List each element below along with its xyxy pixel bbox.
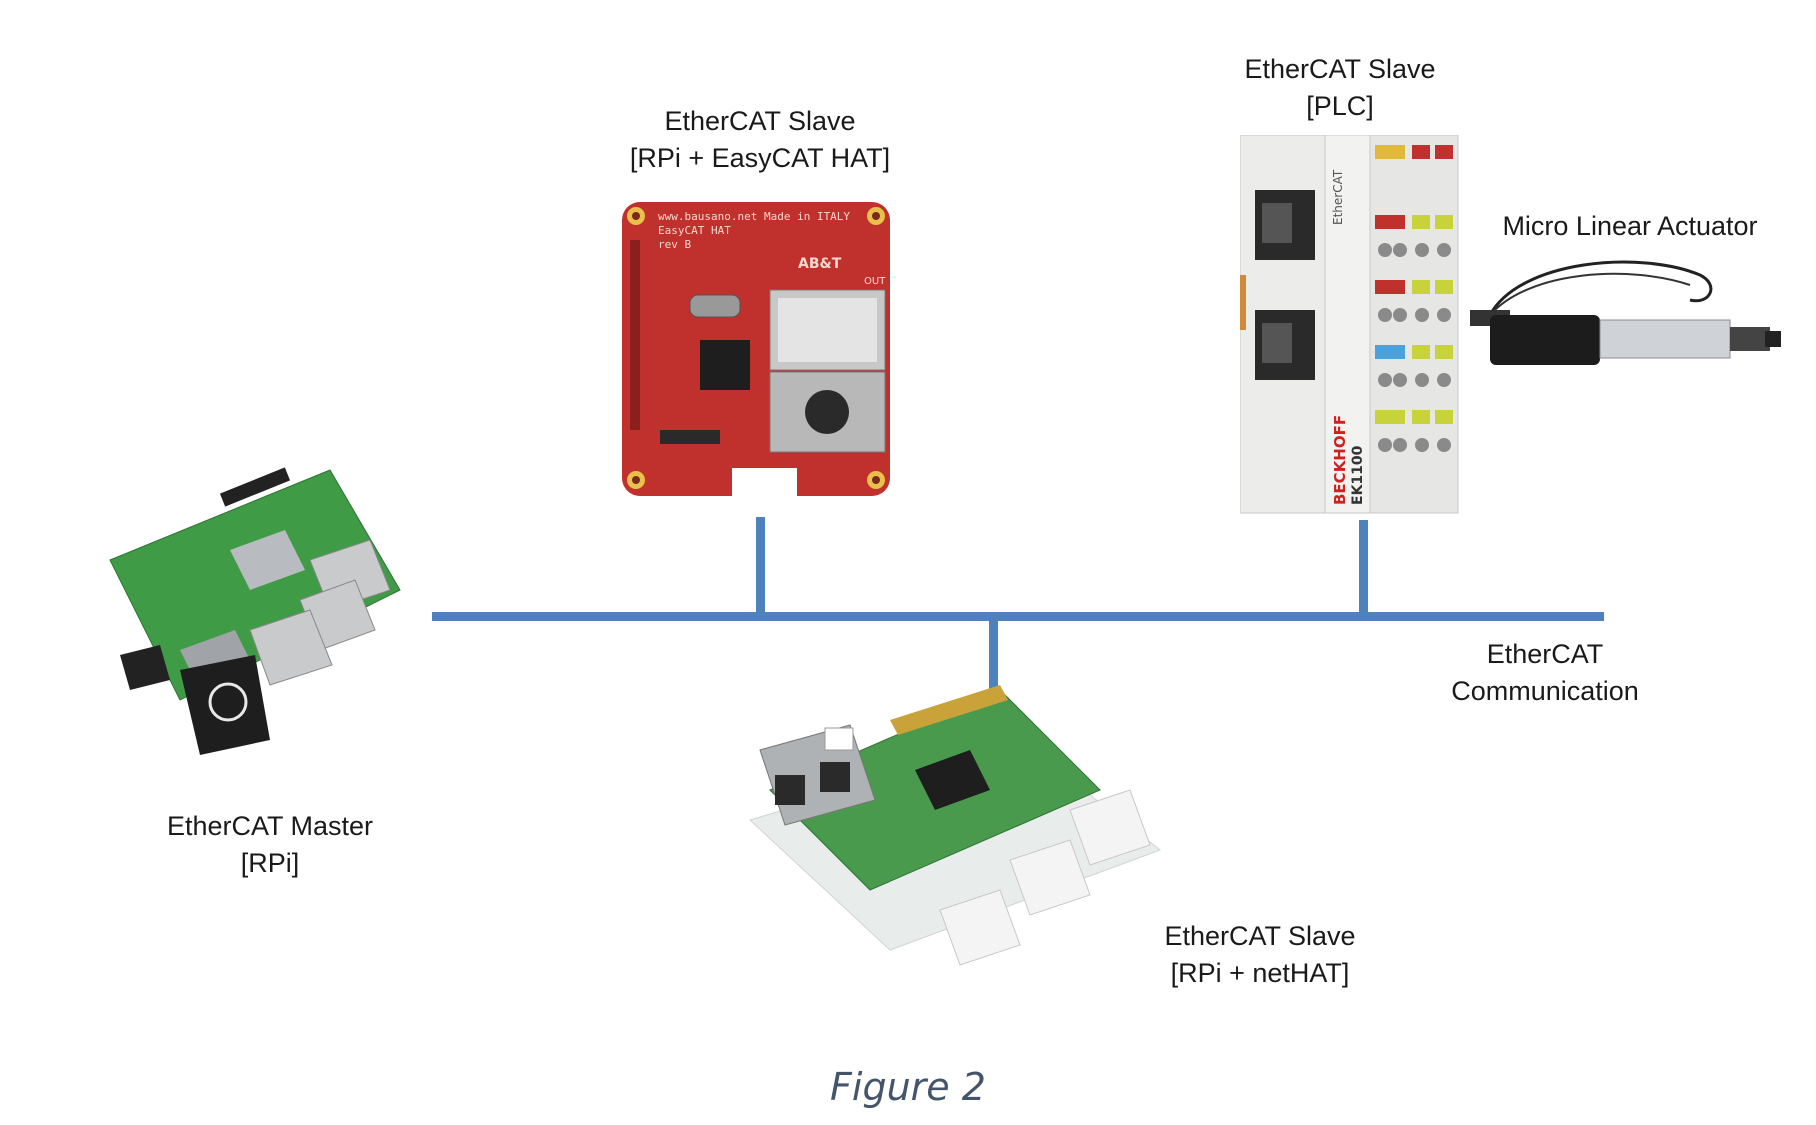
easycat-hat-image: www.bausano.net Made in ITALY EasyCAT HA… <box>620 200 895 500</box>
slave-nethat-label: EtherCAT Slave [RPi + netHAT] <box>1115 918 1405 992</box>
linear-actuator-image <box>1460 255 1790 385</box>
easycat-silk-3: rev B <box>658 238 691 251</box>
bus-subtitle: Communication <box>1451 676 1639 706</box>
slave-easycat-title: EtherCAT Slave <box>664 106 856 136</box>
slave-easycat-label: EtherCAT Slave [RPi + EasyCAT HAT] <box>600 103 920 177</box>
easycat-out-text: OUT <box>864 276 886 287</box>
slave-nethat-subtitle: [RPi + netHAT] <box>1170 958 1350 988</box>
ethercat-bus-horizontal <box>432 612 1604 621</box>
slave-nethat-title: EtherCAT Slave <box>1164 921 1356 951</box>
bus-title: EtherCAT <box>1486 639 1604 669</box>
rpi-master-image <box>70 440 450 770</box>
master-title: EtherCAT Master <box>166 811 374 841</box>
figure-caption: Figure 2 <box>830 1065 986 1109</box>
bus-drop-plc <box>1359 520 1368 614</box>
easycat-logo-text: AB&T <box>798 256 842 272</box>
plc-model-text: EK1100 <box>1350 445 1366 505</box>
bus-drop-nethat <box>989 619 998 717</box>
plc-coupler-image: EtherCAT BECKHOFF EK1100 <box>1240 135 1460 515</box>
master-subtitle: [RPi] <box>240 848 300 878</box>
plc-ethercat-text: EtherCAT <box>1331 169 1345 225</box>
easycat-silk-1: www.bausano.net Made in ITALY <box>658 210 850 223</box>
slave-plc-subtitle: [PLC] <box>1306 91 1374 121</box>
bus-label: EtherCAT Communication <box>1400 636 1690 710</box>
slave-plc-label: EtherCAT Slave [PLC] <box>1200 51 1480 125</box>
plc-brand-text: BECKHOFF <box>1331 415 1349 505</box>
slave-easycat-subtitle: [RPi + EasyCAT HAT] <box>629 143 891 173</box>
bus-drop-easycat <box>756 517 765 614</box>
slave-plc-title: EtherCAT Slave <box>1244 54 1436 84</box>
master-label: EtherCAT Master [RPi] <box>120 808 420 882</box>
easycat-silk-2: EasyCAT HAT <box>658 224 731 237</box>
actuator-title: Micro Linear Actuator <box>1502 211 1758 241</box>
actuator-label: Micro Linear Actuator <box>1470 208 1790 245</box>
rpi-nethat-image <box>740 680 1170 1010</box>
